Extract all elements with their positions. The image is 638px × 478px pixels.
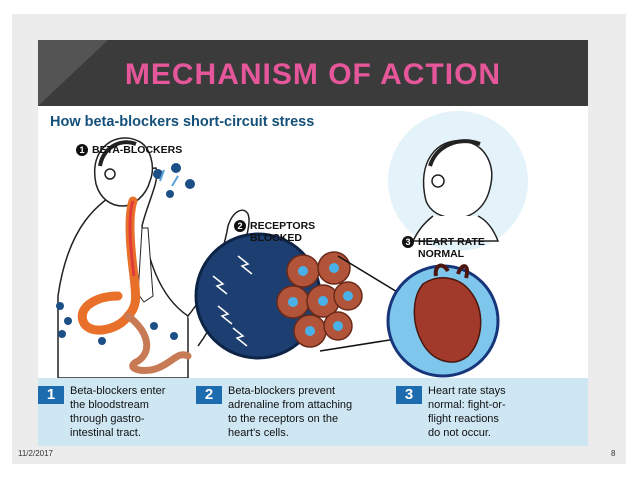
step-box-2: 2 Beta-blockers prevent adrenaline from … [196, 384, 396, 442]
step-box-3: 3 Heart rate stays normal: fight-or- fli… [396, 384, 576, 442]
label-text-2b: BLOCKED [250, 232, 302, 244]
step-number-3: 3 [396, 386, 422, 404]
step-1-line: the bloodstream [70, 399, 149, 411]
label-text-1: BETA-BLOCKERS [92, 144, 183, 156]
label-number-1: 1 [76, 144, 88, 156]
heart-circle [386, 263, 500, 378]
label-text-3b: NORMAL [418, 248, 465, 260]
title-band: MECHANISM OF ACTION [38, 40, 588, 106]
man-figure-right [388, 111, 528, 251]
step-text-1: Beta-blockers enter the bloodstream thro… [70, 384, 165, 440]
step-2-line: adrenaline from attaching [228, 399, 353, 411]
step-box-1: 1 Beta-blockers enter the bloodstream th… [38, 384, 208, 442]
step-3-line: flight reactions [428, 413, 499, 425]
receptor-cells-circle [194, 232, 363, 360]
title-band-fold [38, 40, 108, 106]
step-2-line: Beta-blockers prevent [228, 385, 335, 397]
step-text-3: Heart rate stays normal: fight-or- fligh… [428, 384, 506, 440]
step-text-2: Beta-blockers prevent adrenaline from at… [228, 384, 352, 440]
step-number-2: 2 [196, 386, 222, 404]
figure-panel: How beta-blockers short-circuit stress [38, 106, 588, 446]
label-number-2: 2 [234, 220, 246, 232]
label-receptors-blocked: 2 RECEPTORS BLOCKED [234, 220, 315, 244]
step-1-line: intestinal tract. [70, 427, 141, 439]
step-1-line: Beta-blockers enter [70, 385, 166, 397]
slide-title: MECHANISM OF ACTION [124, 58, 502, 91]
label-number-3: 3 [402, 236, 414, 248]
step-2-line: to the receptors on the [228, 413, 339, 425]
label-beta-blockers: 1 BETA-BLOCKERS [76, 144, 182, 156]
label-text-2a: RECEPTORS [250, 220, 316, 232]
label-heart-rate-normal: 3 HEART RATE NORMAL [402, 236, 485, 260]
step-3-line: do not occur. [428, 427, 491, 439]
slide-date: 11/2/2017 [18, 449, 53, 458]
step-3-line: Heart rate stays [428, 385, 506, 397]
slide-page-number: 8 [611, 449, 616, 458]
step-2-line: heart's cells. [228, 427, 289, 439]
step-number-1: 1 [38, 386, 64, 404]
steps-strip: 1 Beta-blockers enter the bloodstream th… [38, 378, 588, 446]
figure-subtitle: How beta-blockers short-circuit stress [50, 114, 315, 130]
beta-blocker-illustration [56, 111, 528, 378]
step-3-line: normal: fight-or- [428, 399, 506, 411]
step-1-line: through gastro- [70, 413, 145, 425]
label-text-3a: HEART RATE [418, 236, 485, 248]
pill-dots [56, 163, 195, 345]
